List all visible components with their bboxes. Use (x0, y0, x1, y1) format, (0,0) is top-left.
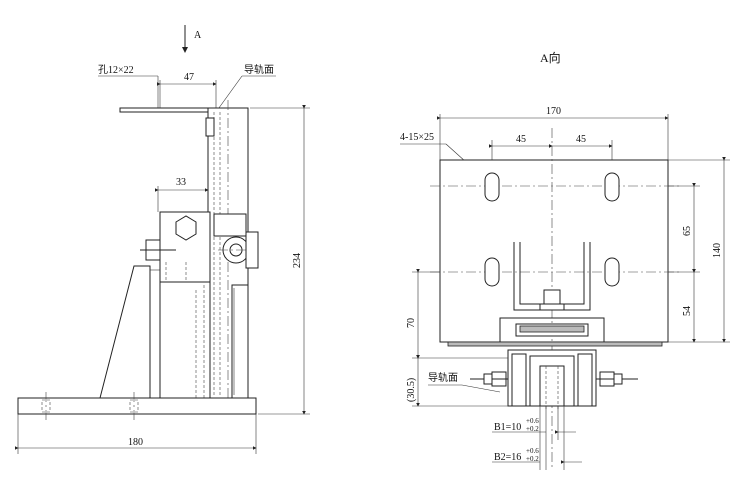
b1-tol-upper: +0.6 (526, 417, 539, 425)
dim-hole-left: 45 (516, 134, 526, 145)
slot-bottom-left (484, 257, 500, 287)
lower-bracket (159, 281, 211, 399)
dim-bracket: 33 (176, 177, 186, 188)
lower-shoe-right (577, 353, 593, 407)
dim-hole-right: 45 (576, 134, 586, 145)
slot-top-right (604, 172, 620, 202)
view-title: A向 (540, 50, 561, 65)
dim-hole-offset: 47 (184, 72, 194, 83)
b2-tol-lower: +0.2 (526, 455, 539, 463)
rail-face-label: 导轨面 (244, 63, 274, 76)
slot-bottom-right (604, 257, 620, 287)
lower-shoe-left (511, 353, 527, 407)
rail-leader (215, 75, 243, 113)
dim-plate-width: 170 (546, 106, 561, 117)
b2-label: B2=16 (494, 452, 521, 463)
bracket-nut (543, 289, 561, 305)
rail-slot-inner (539, 365, 565, 407)
dim-height: 234 (292, 253, 303, 268)
side-view: A 孔12×22 47 导轨面 33 (15, 25, 310, 454)
mounting-plate (439, 159, 669, 343)
right-nut (613, 373, 623, 385)
upper-clamp (213, 213, 247, 237)
dim-base-width: 180 (128, 437, 143, 448)
slot-top-left (484, 172, 500, 202)
rail-face-label: 导轨面 (428, 371, 458, 384)
shoe-housing (499, 317, 605, 342)
rail-label-leader (461, 384, 501, 393)
side-clamp (245, 231, 259, 269)
view-arrow-label: A (194, 30, 202, 41)
rail-face-strip (447, 341, 663, 347)
b2-tol-upper: +0.6 (526, 447, 539, 455)
base-plate (17, 397, 257, 415)
dim-plate-height: 140 (712, 243, 723, 258)
shoe-liner (519, 325, 585, 333)
dim-30-5: (30.5) (406, 378, 417, 402)
dim-slot-pitch: 65 (682, 226, 693, 236)
hex-nut (175, 215, 197, 241)
front-view: A向 170 45 45 4-15×25 65 5 (400, 50, 730, 470)
bracket-washer (539, 303, 565, 311)
gusset (99, 265, 151, 399)
top-plate (119, 107, 213, 113)
hole-callout: 4-15×25 (400, 132, 434, 143)
dim-lower: 54 (682, 306, 693, 316)
b1-label: B1=10 (494, 422, 521, 433)
b1-tol-lower: +0.2 (526, 425, 539, 433)
dim-70: 70 (406, 318, 417, 328)
left-nut (483, 373, 493, 385)
top-clip (205, 117, 215, 137)
hole-label: 孔12×22 (98, 64, 134, 76)
rail-lower (231, 284, 249, 399)
